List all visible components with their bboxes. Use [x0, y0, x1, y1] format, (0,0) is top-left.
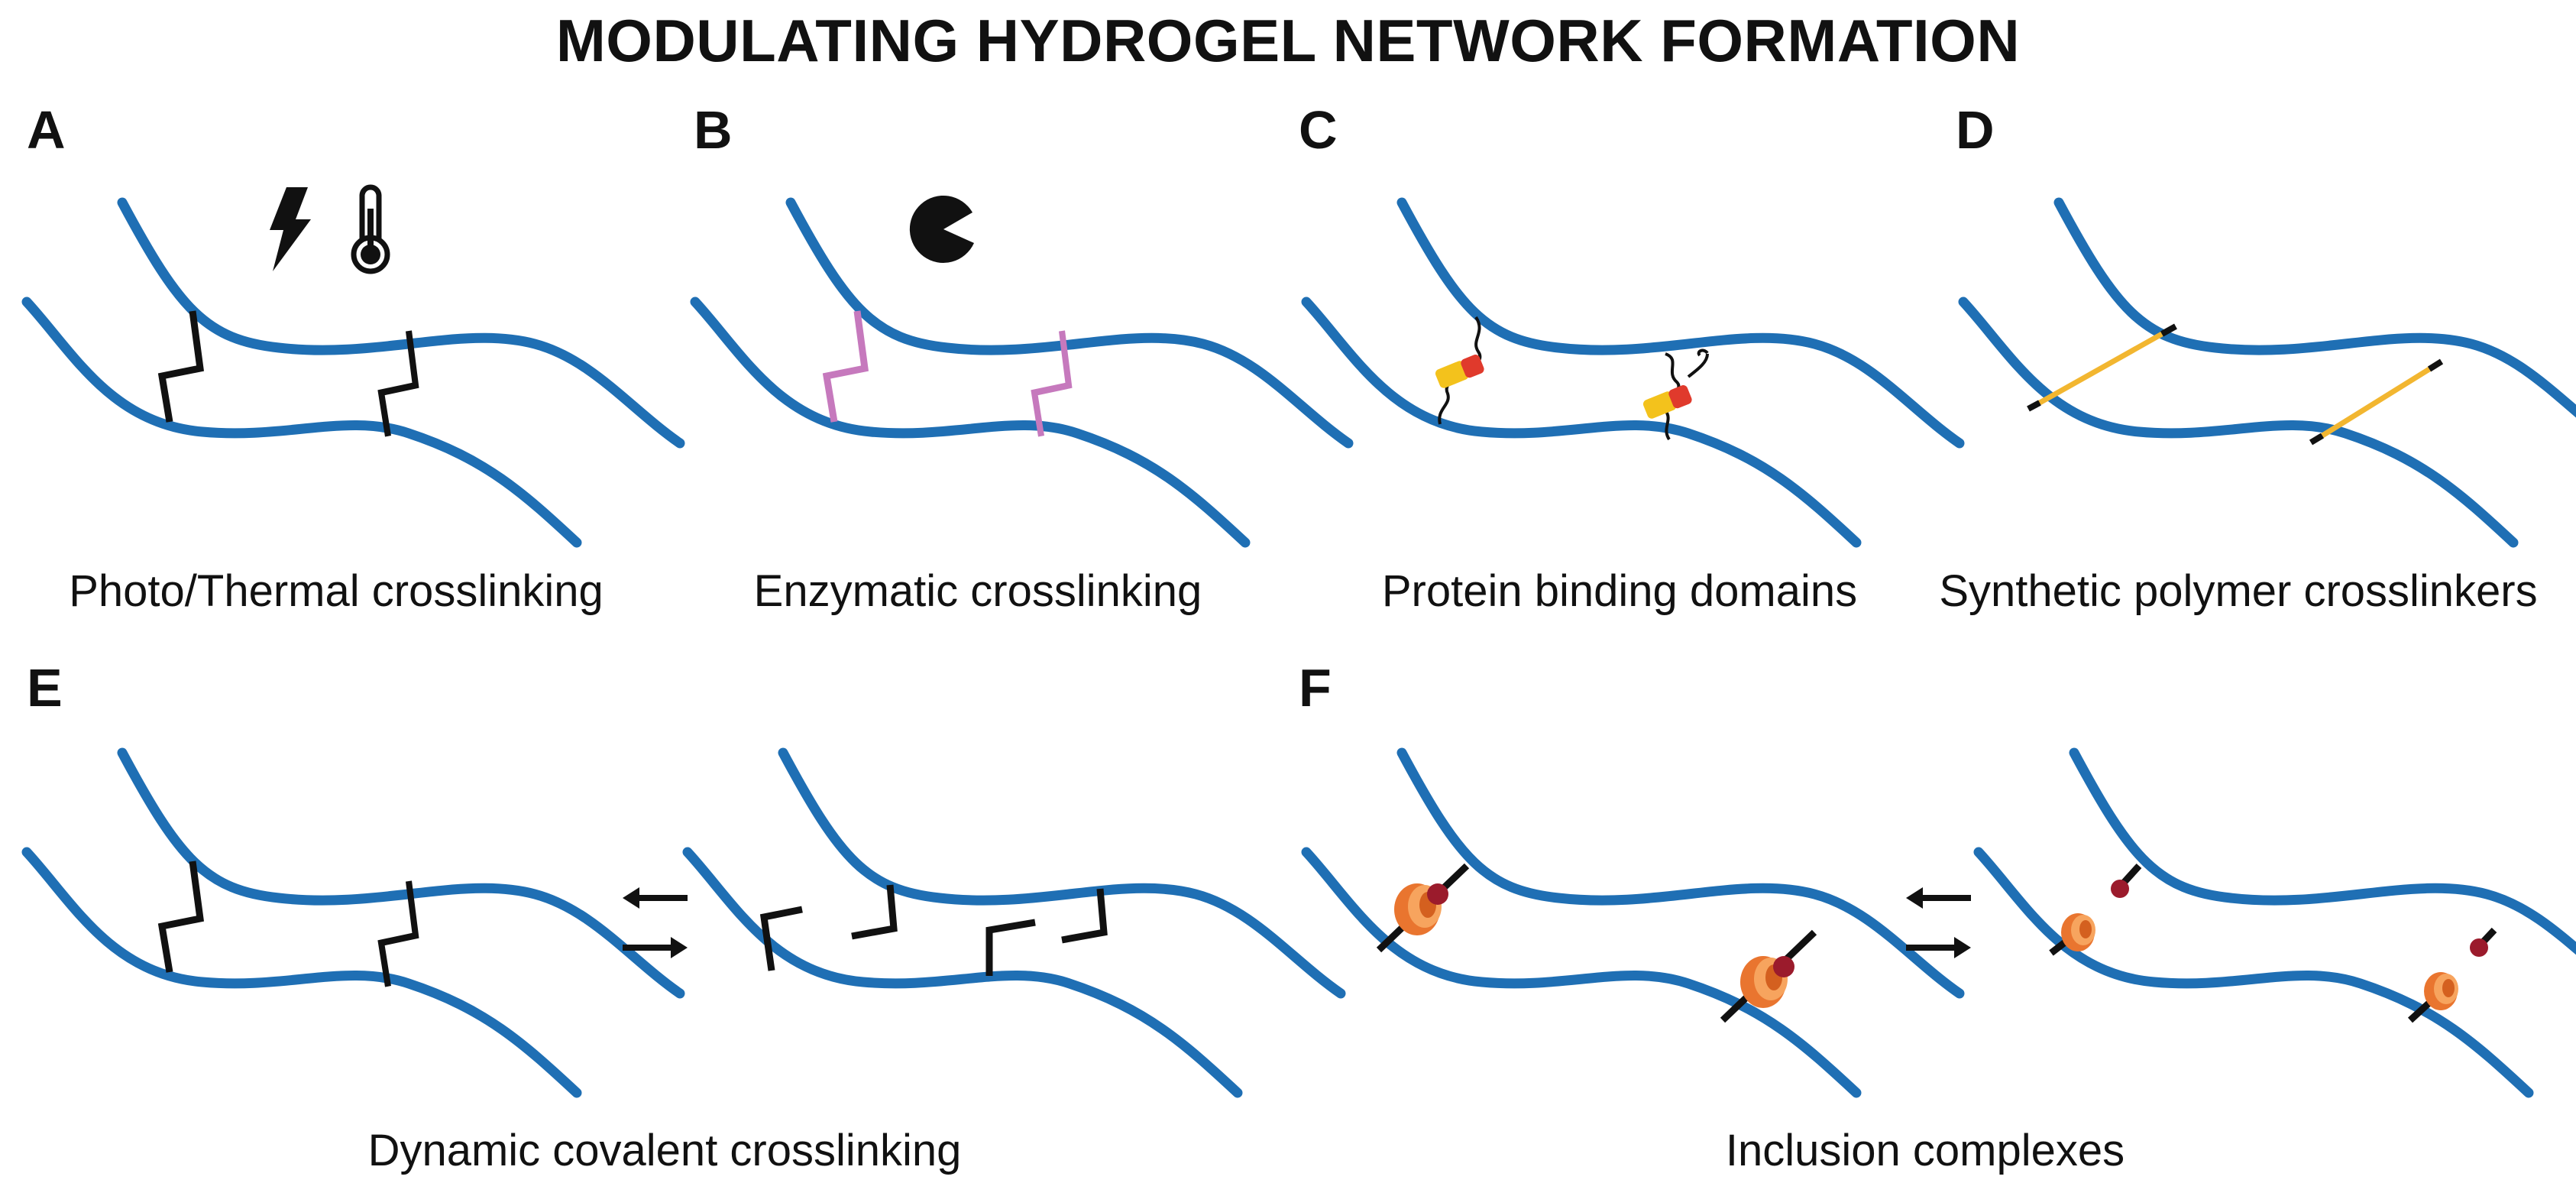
panel-d-network [1963, 203, 2576, 543]
panel-e-network-linked [27, 753, 680, 1093]
caption-photo-thermal: Photo/Thermal crosslinking [69, 566, 604, 616]
equilibrium-arrows-icon [1906, 887, 1971, 958]
figure-title: MODULATING HYDROGEL NETWORK FORMATION [555, 7, 2021, 74]
panel-f-network-dissociated [1979, 753, 2576, 1093]
equilibrium-arrows-icon [623, 887, 688, 958]
caption-synthetic-polymer: Synthetic polymer crosslinkers [1939, 566, 2538, 616]
panel-e-network-broken [688, 753, 1341, 1093]
panel-label-e: E [27, 658, 63, 718]
caption-enzymatic: Enzymatic crosslinking [753, 566, 1202, 616]
panel-label-a: A [27, 100, 66, 160]
caption-protein-binding: Protein binding domains [1381, 566, 1858, 616]
caption-dynamic-covalent: Dynamic covalent crosslinking [367, 1126, 962, 1175]
panel-label-f: F [1299, 658, 1332, 718]
panel-c-network [1306, 203, 1960, 543]
thermometer-icon [351, 184, 390, 274]
caption-inclusion-complexes: Inclusion complexes [1725, 1126, 2125, 1175]
panel-f-network-complexed [1306, 753, 1960, 1093]
panel-label-b: B [694, 100, 733, 160]
lightning-bolt-icon [270, 187, 311, 271]
panel-label-d: D [1956, 100, 1995, 160]
panel-b-network [695, 203, 1348, 543]
panel-label-c: C [1299, 100, 1338, 160]
enzyme-pacman-icon [909, 195, 974, 263]
